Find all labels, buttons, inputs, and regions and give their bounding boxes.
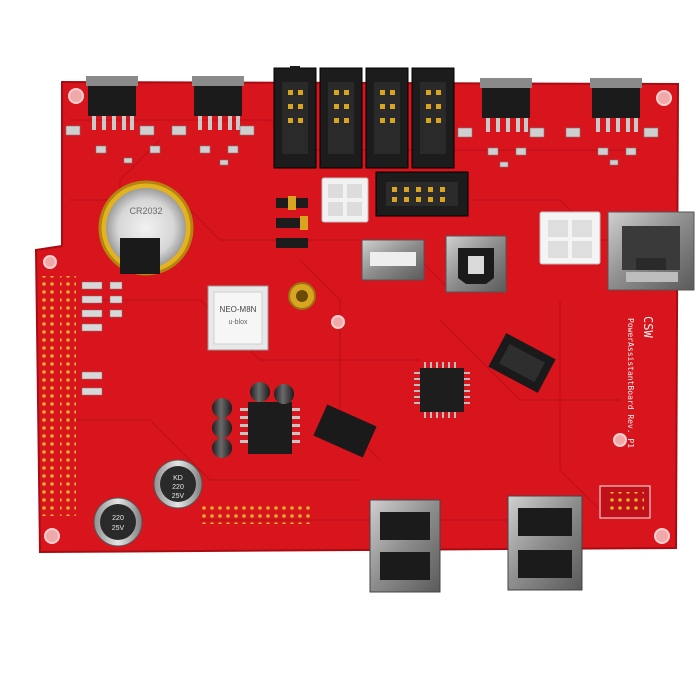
electrolytic-capacitor-large: KD 220 25V — [153, 459, 203, 509]
model-silkscreen: PowerAssistantBoard Rev. P1 — [626, 318, 635, 448]
capacitor-bottom-marking-2: 25V — [112, 525, 125, 532]
usb-b-connector — [445, 235, 507, 293]
coin-cell-battery: CR2032 — [98, 180, 194, 276]
bottom-pin-row — [198, 506, 310, 524]
capacitor-marking-2: 220 — [172, 484, 184, 491]
gps-module-vendor: u-blox — [228, 319, 248, 326]
brand-silkscreen: CSW — [641, 316, 655, 338]
microcontroller-chip — [414, 362, 470, 418]
gps-module-label: NEO-M8N — [220, 305, 257, 314]
gpio-pin-header — [42, 276, 76, 516]
ribbon-headers-top — [273, 66, 455, 169]
rj45-ethernet-jack — [607, 211, 695, 291]
capacitor-marking-3: 25V — [172, 493, 185, 500]
gps-module: NEO-M8N u-blox — [207, 285, 269, 351]
white-power-connector-right — [539, 211, 601, 265]
voltage-regulators — [86, 76, 642, 132]
resistor-array — [81, 281, 123, 396]
electrolytic-capacitor-bottom: 220 25V — [93, 497, 143, 547]
jumper-headers — [276, 196, 308, 248]
battery-label: CR2032 — [129, 206, 162, 216]
crystal-oscillator — [488, 333, 556, 393]
capacitor-bottom-marking-1: 220 — [112, 515, 124, 522]
ribbon-header-horizontal — [375, 171, 469, 217]
sma-antenna-connector — [288, 282, 316, 310]
service-header — [599, 485, 651, 519]
driver-ic — [240, 402, 300, 454]
capacitor-marking-1: KD — [173, 475, 183, 482]
white-power-connector — [321, 177, 369, 223]
usb-a-connector-bottom-right — [507, 495, 583, 591]
usb-a-connector-top — [361, 239, 425, 281]
usb-a-connector-bottom-left — [369, 499, 441, 593]
silkscreen-labels: CSW PowerAssistantBoard Rev. P1 — [626, 316, 655, 448]
interface-ic-tilted — [313, 404, 377, 458]
small-capacitors — [212, 382, 294, 458]
smd-passives-top — [65, 125, 659, 168]
